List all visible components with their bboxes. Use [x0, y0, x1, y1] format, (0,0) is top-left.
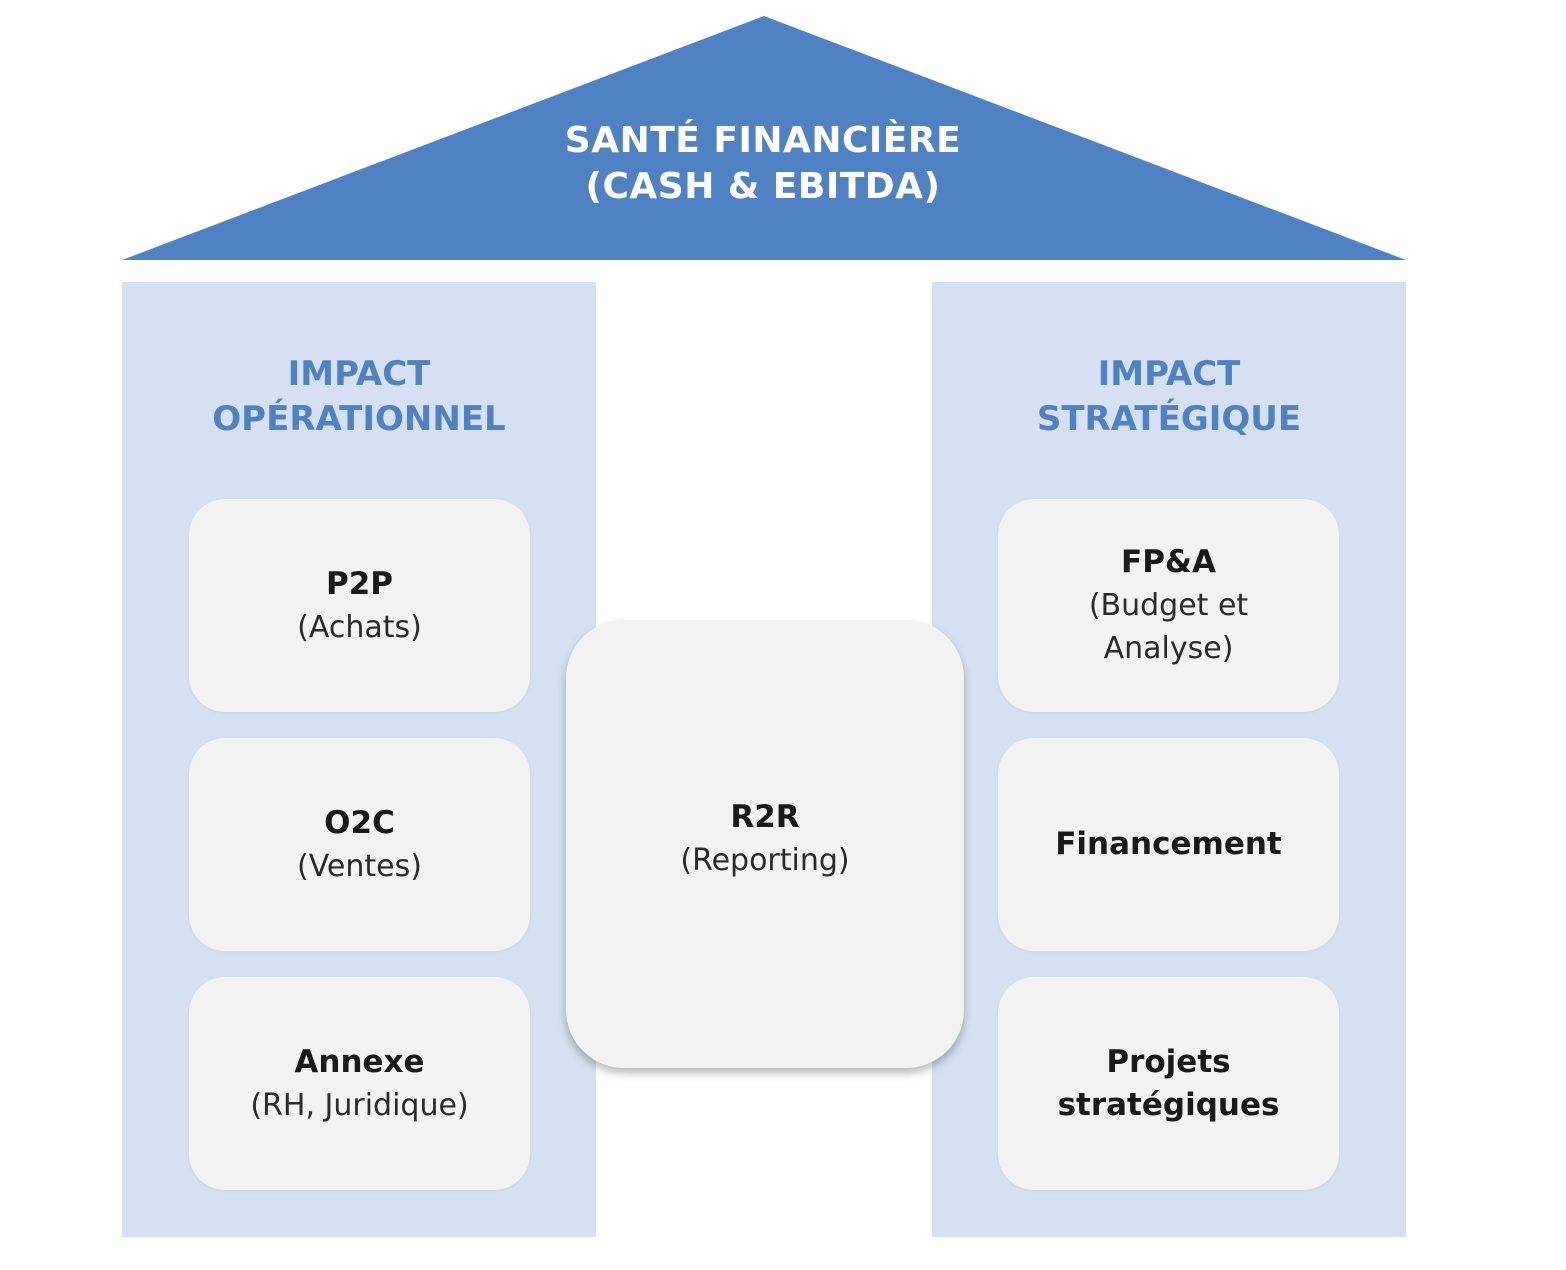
card-p2p: P2P (Achats) — [189, 499, 530, 712]
roof-shape — [122, 16, 1406, 260]
pillar-operational-title-line1: IMPACT — [287, 354, 431, 394]
pillar-operational-title-line2: OPÉRATIONNEL — [212, 399, 506, 439]
card-projets-title-line1: Projets — [1106, 1043, 1231, 1080]
card-projets-title-line2: stratégiques — [1057, 1086, 1280, 1123]
pillar-strategic-title-line2: STRATÉGIQUE — [1036, 399, 1302, 439]
pillar-operational-title: IMPACT OPÉRATIONNEL — [122, 352, 596, 442]
card-annexe-subtitle: (RH, Juridique) — [250, 1087, 469, 1123]
roof-title-line2: (CASH & EBITDA) — [585, 166, 941, 207]
card-r2r-title: R2R — [730, 799, 800, 835]
pillar-strategic-title: IMPACT STRATÉGIQUE — [932, 352, 1406, 442]
card-fpa-title: FP&A — [1121, 544, 1216, 580]
card-o2c: O2C (Ventes) — [189, 738, 530, 951]
roof-title: SANTÉ FINANCIÈRE (CASH & EBITDA) — [383, 118, 1143, 210]
card-r2r: R2R (Reporting) — [566, 620, 964, 1068]
card-annexe: Annexe (RH, Juridique) — [189, 977, 530, 1190]
pillar-strategic-title-line1: IMPACT — [1097, 354, 1241, 394]
card-p2p-title: P2P — [325, 565, 393, 602]
card-financement-title: Financement — [1055, 826, 1282, 862]
card-fpa-subtitle-line1: (Budget et — [1088, 588, 1249, 623]
card-p2p-subtitle: (Achats) — [297, 609, 422, 645]
card-financement: Financement — [998, 738, 1339, 951]
roof-triangle — [122, 16, 1406, 260]
roof-title-line1: SANTÉ FINANCIÈRE — [564, 120, 962, 161]
card-o2c-subtitle: (Ventes) — [297, 848, 422, 884]
card-fpa: FP&A (Budget et Analyse) — [998, 499, 1339, 712]
card-o2c-title: O2C — [324, 804, 395, 841]
card-annexe-title: Annexe — [294, 1043, 425, 1080]
card-projets: Projets stratégiques — [998, 977, 1339, 1190]
card-fpa-subtitle-line2: Analyse) — [1103, 631, 1234, 666]
card-r2r-subtitle: (Reporting) — [680, 843, 850, 878]
